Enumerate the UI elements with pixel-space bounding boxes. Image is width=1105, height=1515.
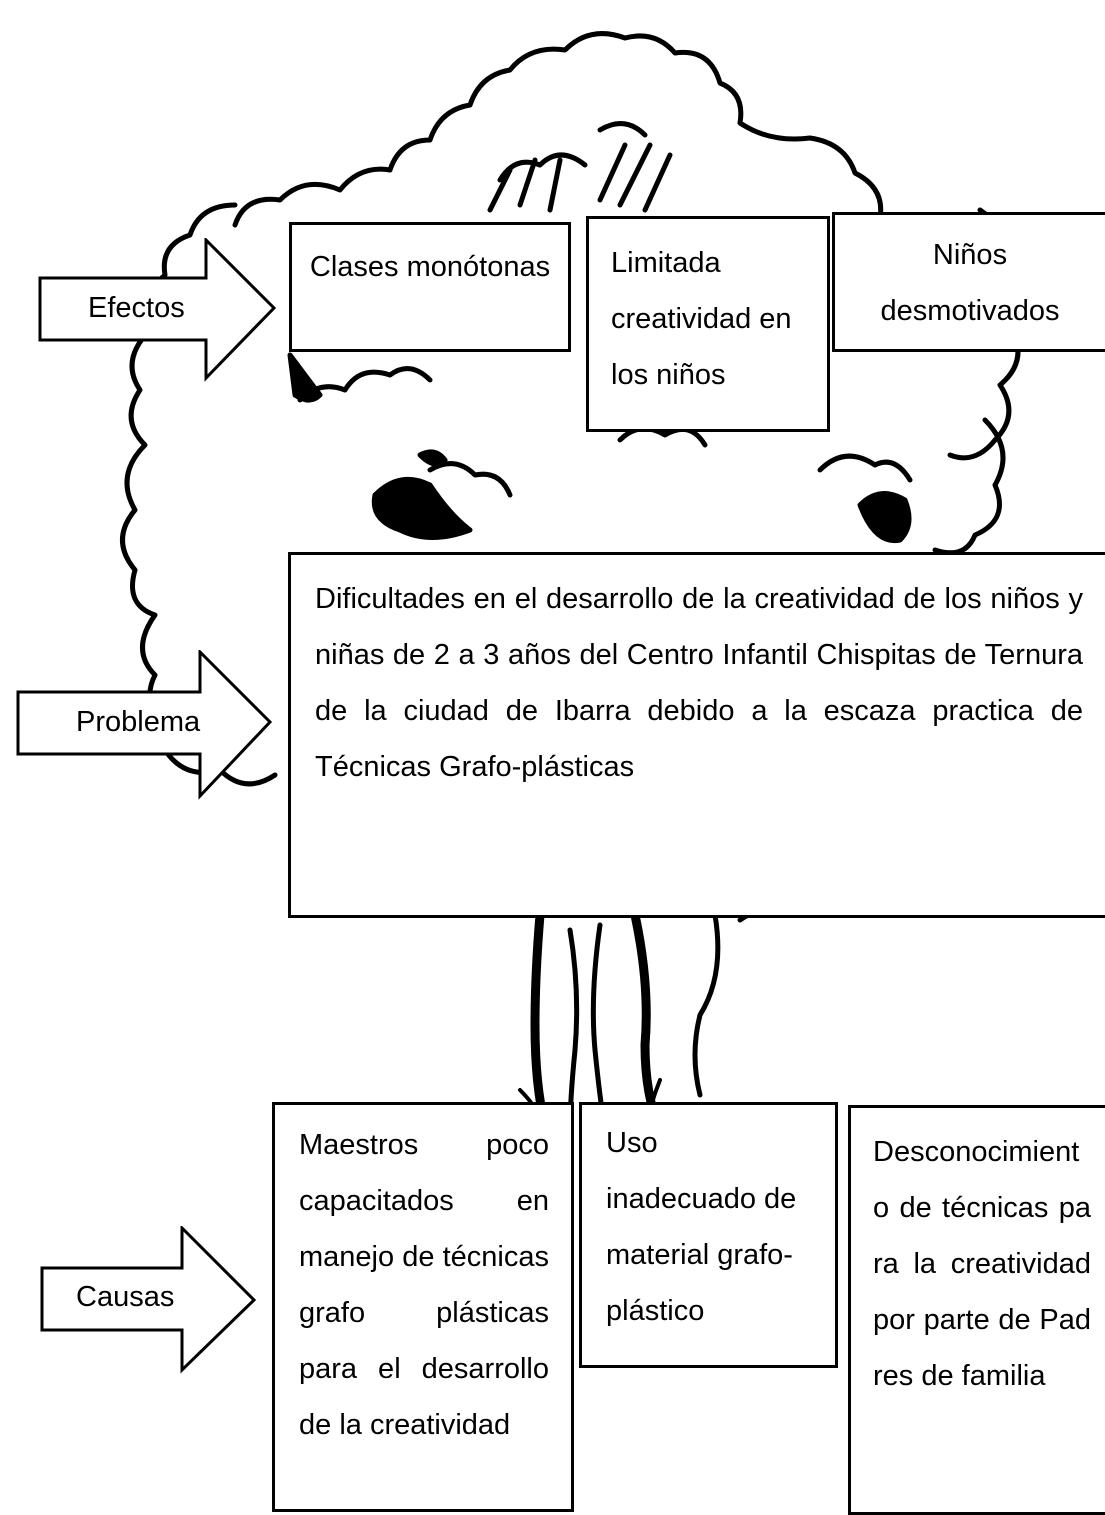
tree-trunk [630,910,665,1135]
cause-text: Maestros poco capacitados en manejo de t… [299,1129,549,1441]
leaf-shadow [857,491,912,544]
leaf-shadow [371,476,473,540]
effect-box-clases-monotonas: Clases monótonas [289,222,571,352]
effect-text: Niños desmotivados [880,239,1060,327]
tree-trunk [692,912,721,1098]
tree-trunk [530,910,550,1130]
cause-text: Desconocimiento de técnicas para la crea… [873,1136,1091,1392]
tree-trunk [567,927,580,1133]
effect-box-ninos-desmotivados: Niños desmotivados [832,212,1105,352]
cause-box-maestros: Maestros poco capacitados en manejo de t… [272,1102,574,1512]
problem-box: Dificultades en el desarrollo de la crea… [288,552,1105,918]
leaf-shadow [417,449,448,467]
effect-text: Clases monótonas [309,251,551,283]
arrow-problema [16,650,273,800]
leaf-shadow [287,352,323,403]
efectos-label: Efectos [88,292,185,324]
arrow-causas [40,1226,257,1374]
cause-box-uso-inadecuado: Uso inadecuado de material grafo-plástic… [579,1102,838,1368]
problem-text: Dificultades en el desarrollo de la crea… [315,583,1083,783]
effect-text: Limitada creatividad en los niños [611,247,792,391]
cause-text: Uso inadecuado de material grafo-plástic… [606,1127,797,1327]
cause-box-desconocimiento: Desconocimiento de técnicas para la crea… [848,1105,1105,1515]
branch [487,142,673,213]
tree-trunk [590,922,608,1133]
problema-label: Problema [76,706,201,738]
causas-label: Causas [76,1281,175,1313]
effect-box-limitada-creatividad: Limitada creatividad en los niños [586,216,830,432]
arrow-efectos [38,238,277,382]
